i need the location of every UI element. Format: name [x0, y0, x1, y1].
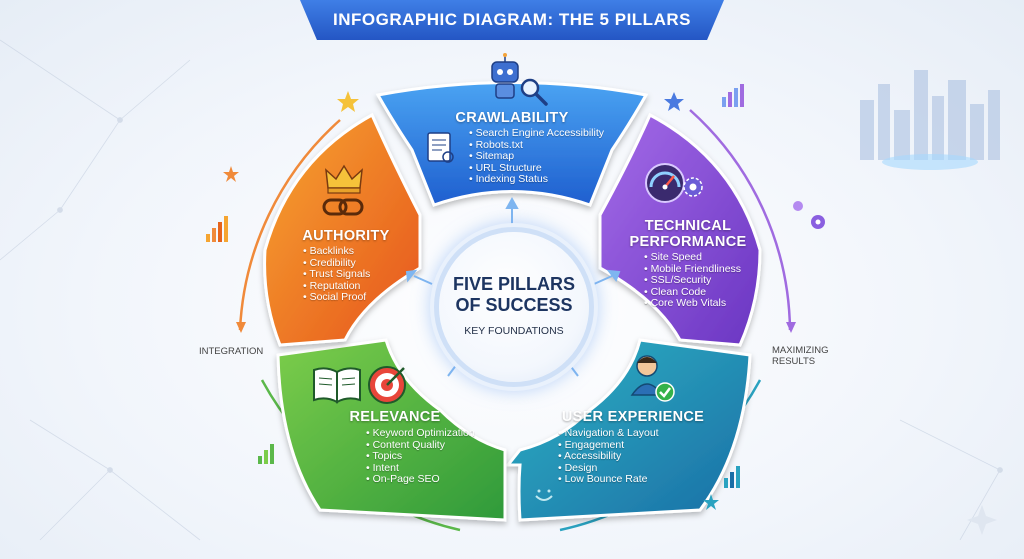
pillar-list-user-experience: Navigation & Layout Engagement Accessibi…	[558, 427, 659, 486]
crown-icon	[325, 164, 363, 194]
pillar-title-user-experience: USER EXPERIENCE	[561, 409, 705, 425]
center-title-line: OF SUCCESS	[455, 295, 573, 315]
speedometer-icon	[645, 163, 685, 203]
list-item: Backlinks	[303, 245, 370, 258]
center-title: FIVE PILLARS OF SUCCESS	[439, 274, 589, 316]
document-icon	[427, 132, 454, 163]
list-item: Intent	[366, 462, 475, 475]
header-banner: INFOGRAPHIC DIAGRAM: THE 5 PILLARS	[300, 0, 724, 40]
list-item: Site Speed	[644, 251, 741, 264]
pillar-title-crawlability: CRAWLABILITY	[455, 110, 569, 126]
gear-icon	[683, 177, 703, 197]
list-item: Search Engine Accessibility	[469, 127, 604, 140]
pillar-title-line: TECHNICAL	[644, 218, 732, 234]
list-item: Navigation & Layout	[558, 427, 659, 440]
list-item: Credibility	[303, 257, 370, 270]
pillar-title-line: PERFORMANCE	[629, 234, 747, 250]
list-item: Core Web Vitals	[644, 298, 741, 310]
list-item: Trust Signals	[303, 269, 370, 281]
pillar-list-technical-performance: Site Speed Mobile Friendliness SSL/Secur…	[644, 251, 741, 310]
side-label-line: RESULTS	[772, 356, 816, 367]
gear-icon	[793, 201, 825, 229]
side-label-line: MAXIMIZING	[772, 345, 829, 356]
pillar-title-technical-performance: TECHNICAL PERFORMANCE	[628, 218, 748, 250]
pillar-title-relevance: RELEVANCE	[349, 409, 441, 425]
sparkle-icon	[967, 505, 997, 535]
user-avatar-icon	[630, 355, 664, 396]
open-book-icon	[313, 367, 361, 404]
chain-link-icon	[322, 198, 364, 216]
star-icon	[223, 91, 719, 510]
pillar-title-authority: AUTHORITY	[302, 228, 390, 244]
list-item: Low Bounce Rate	[558, 474, 659, 486]
list-item: URL Structure	[469, 162, 604, 175]
center-connectors	[405, 196, 621, 377]
list-item: Reputation	[303, 280, 370, 293]
side-label-maximizing-results: MAXIMIZING RESULTS	[772, 345, 828, 367]
target-icon	[368, 366, 406, 404]
city-skyline-illustration	[860, 70, 1000, 170]
list-item: Indexing Status	[469, 174, 604, 186]
center-hub: FIVE PILLARS OF SUCCESS KEY FOUNDATIONS	[439, 232, 589, 382]
list-item: Topics	[366, 451, 475, 463]
pillar-list-authority: Backlinks Credibility Trust Signals Repu…	[303, 245, 370, 304]
list-item: Clean Code	[644, 286, 741, 299]
robot-icon	[491, 53, 519, 99]
center-subtitle: KEY FOUNDATIONS	[464, 325, 564, 337]
background-network	[0, 39, 1003, 541]
list-item: Social Proof	[303, 292, 370, 304]
smiley-icon	[535, 489, 553, 501]
bar-chart-icon	[206, 84, 744, 488]
list-item: Accessibility	[558, 451, 659, 463]
list-item: Mobile Friendliness	[644, 263, 741, 276]
magnifier-icon	[520, 78, 548, 106]
page-title: INFOGRAPHIC DIAGRAM: THE 5 PILLARS	[333, 10, 691, 29]
checkmark-icon	[655, 382, 675, 402]
pillar-list-crawlability: Search Engine Accessibility Robots.txt S…	[469, 127, 604, 186]
pillar-list-relevance: Keyword Optimization Content Quality Top…	[366, 427, 475, 486]
list-item: Engagement	[558, 439, 659, 452]
list-item: SSL/Security	[644, 275, 741, 287]
list-item: Robots.txt	[469, 139, 604, 152]
list-item: Content Quality	[366, 439, 475, 452]
center-title-line: FIVE PILLARS	[452, 274, 575, 294]
list-item: Design	[558, 462, 659, 475]
side-label-integration: INTEGRATION	[199, 346, 264, 357]
list-item: Keyword Optimization	[366, 427, 475, 440]
list-item: On-Page SEO	[366, 474, 475, 486]
list-item: Sitemap	[469, 151, 604, 163]
